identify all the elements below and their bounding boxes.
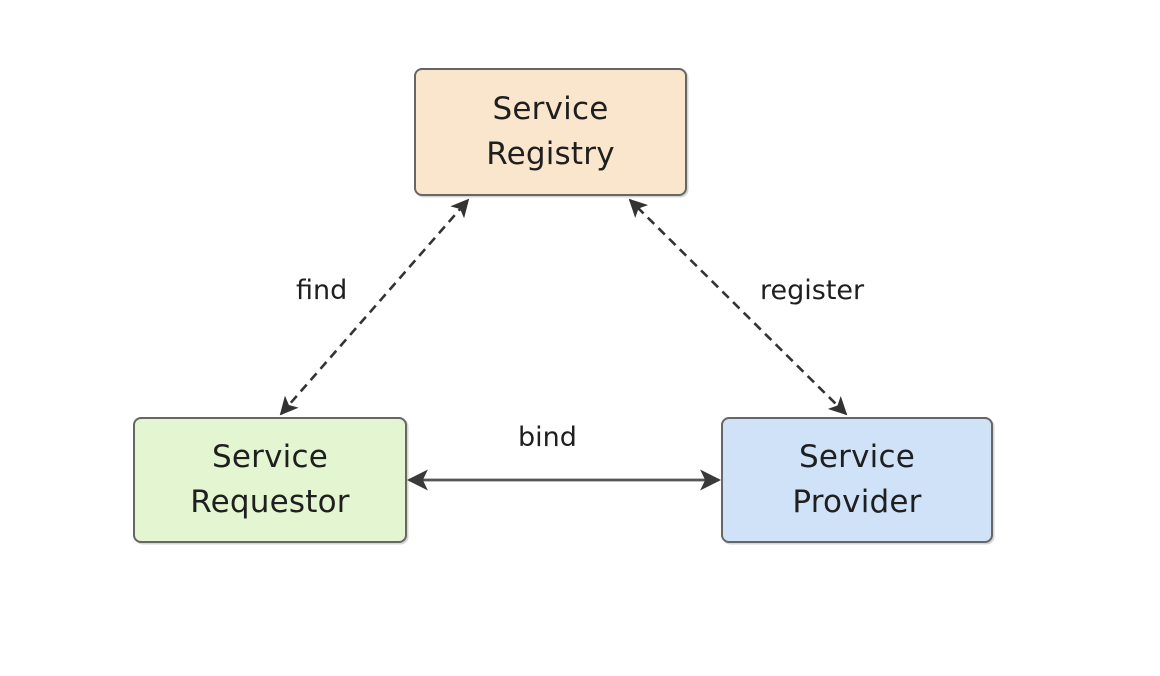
node-service-registry-line1: Service	[492, 91, 609, 128]
edge-register	[628, 198, 848, 416]
node-service-requestor[interactable]: Service Requestor	[133, 417, 407, 543]
node-service-requestor-line2: Requestor	[190, 484, 350, 520]
node-service-provider[interactable]: Service Provider	[721, 417, 993, 543]
edge-find	[279, 198, 470, 416]
edge-label-find: find	[291, 275, 353, 306]
edge-label-register: register	[755, 275, 870, 306]
edge-label-bind: bind	[513, 422, 582, 453]
node-service-registry-line2: Registry	[486, 136, 615, 172]
node-service-registry[interactable]: Service Registry	[414, 68, 687, 196]
node-service-provider-line1: Service	[799, 439, 915, 476]
node-service-provider-line2: Provider	[792, 484, 922, 520]
node-service-requestor-line1: Service	[212, 439, 328, 476]
